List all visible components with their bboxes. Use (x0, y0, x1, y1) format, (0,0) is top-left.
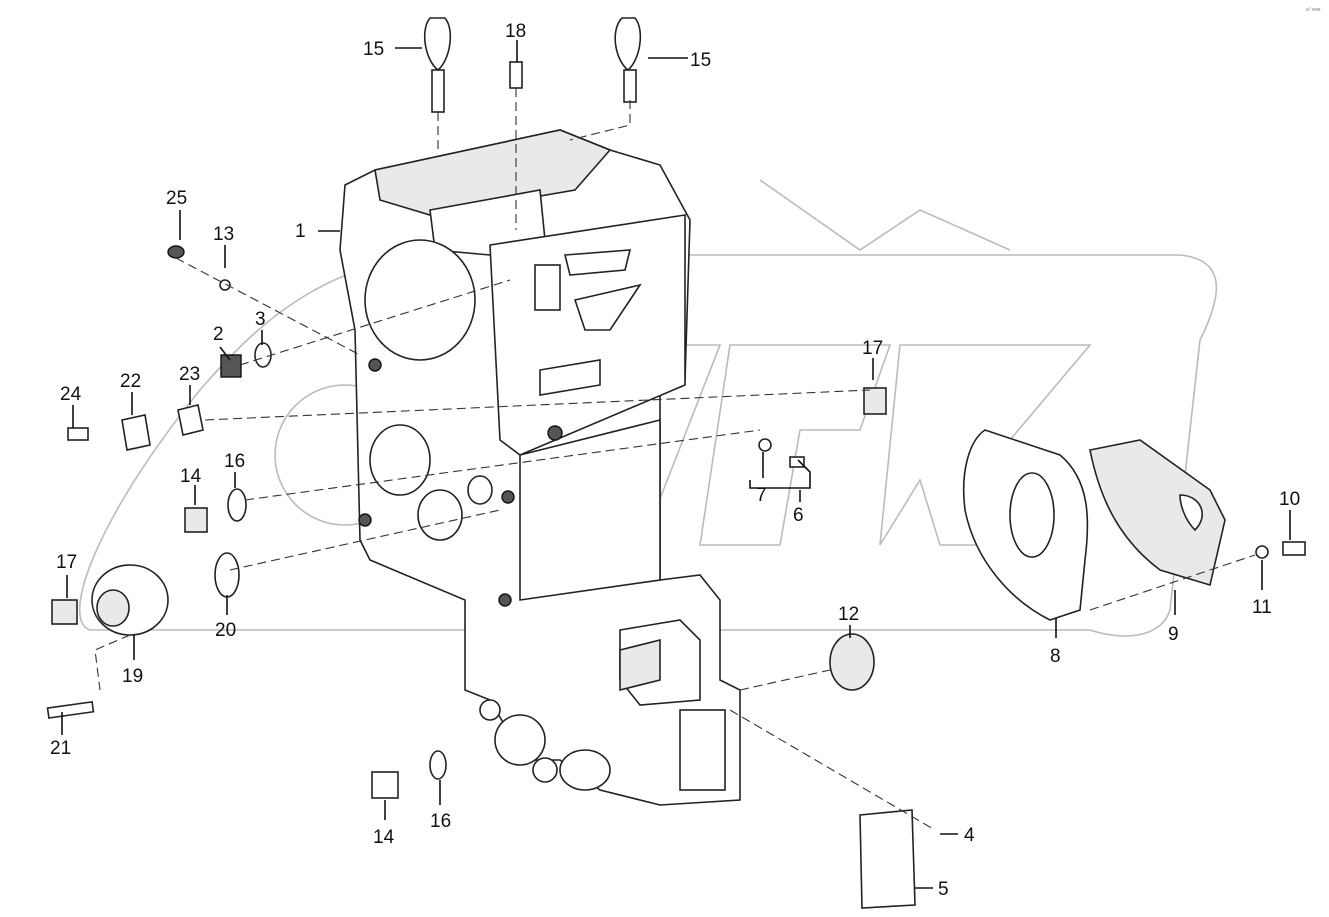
callout-23: 23 (179, 364, 200, 385)
callout-21: 21 (50, 738, 71, 759)
callout-13: 13 (213, 224, 234, 245)
callout-14-bottom: 14 (373, 827, 395, 848)
callout-3: 3 (255, 309, 266, 330)
callout-8: 8 (1050, 646, 1061, 667)
cover-plates (962, 429, 1226, 621)
callout-9: 9 (1168, 624, 1179, 645)
callout-5: 5 (938, 879, 949, 900)
leader-lines (61, 40, 1291, 889)
callout-20: 20 (215, 620, 236, 641)
callout-14-left: 14 (180, 466, 202, 487)
small-parts (46, 17, 1306, 909)
callout-4: 4 (964, 825, 975, 846)
callout-11: 11 (1252, 597, 1272, 618)
callout-25: 25 (166, 188, 187, 209)
callout-17-right: 17 (862, 338, 883, 359)
callout-1: 1 (295, 221, 306, 242)
callout-10: 10 (1279, 489, 1300, 510)
callout-16-left: 16 (224, 451, 245, 472)
callout-2: 2 (213, 324, 224, 345)
callout-18: 18 (505, 21, 526, 42)
callout-16-bottom: 16 (430, 811, 451, 832)
callout-7: 7 (756, 485, 767, 506)
callout-labels: 15 18 15 1 25 13 2 3 24 22 23 14 16 17 2… (50, 21, 1300, 900)
callout-19: 19 (122, 666, 143, 687)
housing (339, 129, 741, 806)
callout-15-left: 15 (363, 39, 384, 60)
callout-6: 6 (793, 505, 804, 526)
corner-mark: a° eee (1306, 7, 1321, 13)
callout-15-right: 15 (690, 50, 711, 71)
assembly-lines (94, 88, 1256, 831)
callout-17-left: 17 (56, 552, 77, 573)
callout-24: 24 (60, 384, 82, 405)
callout-12: 12 (838, 604, 859, 625)
callout-22: 22 (120, 371, 141, 392)
